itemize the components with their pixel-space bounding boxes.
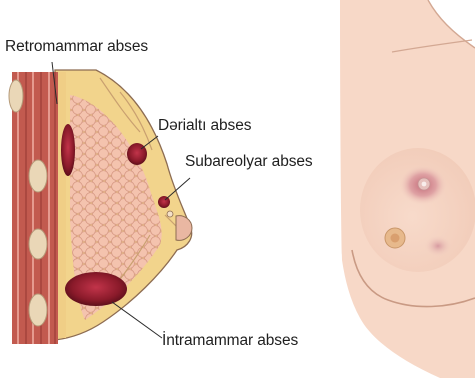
breast-external-view bbox=[340, 0, 475, 378]
lower-redness bbox=[424, 235, 452, 257]
retromammary-abscess bbox=[61, 124, 75, 176]
label-intramammar-abses: İntramammar abses bbox=[162, 332, 298, 350]
intramammary-abscess bbox=[65, 272, 127, 306]
leader-intramammar bbox=[112, 302, 162, 338]
pectoral-muscle bbox=[9, 72, 58, 344]
label-subareolyar-abses: Subareolyar abses bbox=[185, 153, 313, 171]
breast-cross-section bbox=[9, 62, 192, 344]
label-derialti-abses: Dərialtı abses bbox=[158, 117, 251, 135]
label-retromammar-abses: Retromammar abses bbox=[5, 38, 148, 56]
